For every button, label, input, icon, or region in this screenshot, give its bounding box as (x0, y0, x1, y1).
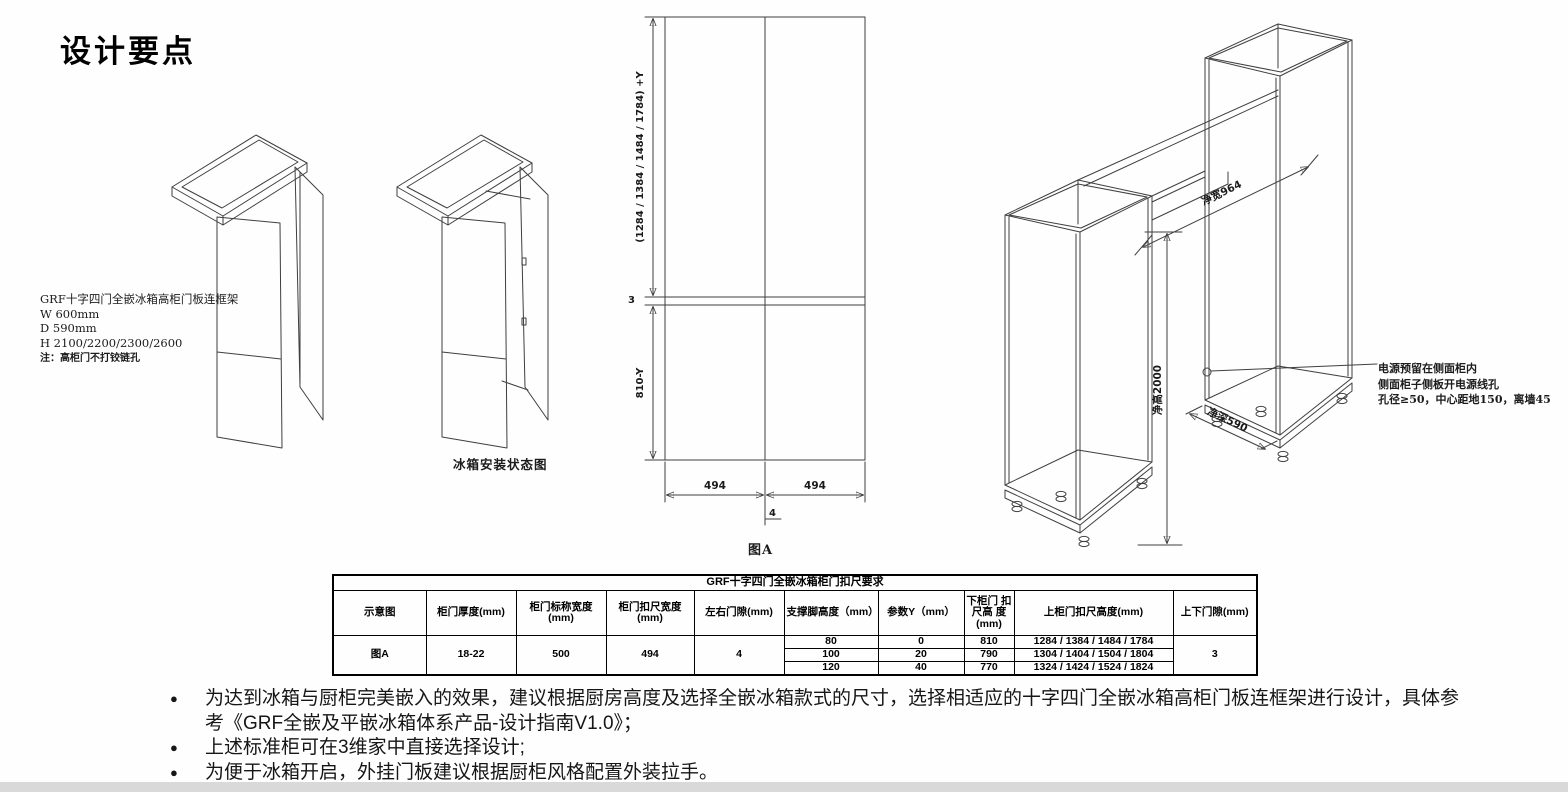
fridge-hinge-mark (521, 257, 527, 266)
cell-param-y: 20 (877, 648, 965, 662)
design-note-text: 上述标准柜可在3维家中直接选择设计; (205, 737, 525, 758)
cabinet-frame-drawing: 净宽964 净高2000 净深590 (1004, 23, 1378, 548)
cabinet-spec-line: D 590mm (40, 321, 97, 335)
cell-lower-door: 770 (963, 661, 1015, 676)
col-header-upper-door-height: 上柜门扣尺高度(mm) (1013, 590, 1174, 636)
cell-upper-door: 1324 / 1424 / 1524 / 1824 (1013, 661, 1174, 676)
bullet-icon: ● (170, 740, 178, 755)
footer-divider-bar (0, 782, 1568, 792)
tall-frame-right (1204, 23, 1353, 463)
design-note-text: 为便于冰箱开启，外挂门板建议根据厨柜风格配置外装拉手。 (205, 761, 719, 783)
fridge-hinge-mark (521, 317, 527, 326)
spec-table: GRF十字四门全嵌冰箱柜门扣尺要求 示意图 柜门厚度(mm) 柜门标称宽度 (m… (332, 574, 1258, 676)
cell-upper-door: 1284 / 1384 / 1484 / 1784 (1013, 635, 1174, 649)
tall-frame-left (1004, 179, 1153, 548)
cabinet-isometric-drawings (171, 134, 549, 449)
net-width-dim: 净宽964 (1199, 178, 1243, 209)
fridge-top-rail (485, 190, 531, 200)
col-header-thickness: 柜门厚度(mm) (425, 590, 517, 636)
col-header-nominal-width: 柜门标称宽度 (mm) (515, 590, 607, 636)
left-door-width-dim: 494 (704, 480, 726, 492)
upper-door-height-dim: (1284 / 1384 / 1484 / 1784) +Y (635, 71, 646, 243)
power-note-line: 侧面柜子侧板开电源线孔 (1378, 377, 1499, 391)
power-note-leader (1210, 363, 1378, 372)
power-note-line: 孔径≥50，中心距地150，离墙45 (1378, 393, 1551, 406)
col-header-lower-door-height: 下柜门 扣尺高 度(mm) (963, 590, 1015, 636)
cabinet-spec-label: GRF十字四门全嵌冰箱高柜门板连框架 W 600mm D 590mm H 210… (40, 292, 238, 367)
design-note-item: ● 为便于冰箱开启，外挂门板建议根据厨柜风格配置外装拉手。 (170, 761, 1470, 786)
col-header-schematic: 示意图 (332, 590, 427, 636)
refrigerator-installed-drawing (396, 134, 549, 449)
spec-table-title: GRF十字四门全嵌冰箱柜门扣尺要求 (332, 574, 1258, 591)
cell-foot-height: 80 (783, 635, 879, 649)
design-note-text: 为达到冰箱与厨柜完美嵌入的效果，建议根据厨房高度及选择全嵌冰箱款式的尺寸，选择相… (205, 688, 1460, 734)
col-header-buckle-width: 柜门扣尺宽度 (mm) (605, 590, 695, 636)
cell-buckle-width: 494 (605, 635, 695, 676)
design-note-item: ● 为达到冰箱与厨柜完美嵌入的效果，建议根据厨房高度及选择全嵌冰箱款式的尺寸，选… (170, 687, 1470, 736)
cell-tb-gap: 3 (1172, 635, 1258, 676)
cabinet-spec-line: H 2100/2200/2300/2600 (40, 335, 183, 350)
power-hole-marker (1202, 367, 1212, 377)
cell-thickness: 18-22 (425, 635, 517, 676)
lower-door-height-dim: 810-Y (635, 367, 646, 399)
page-title: 设计要点 (60, 34, 196, 69)
net-height-dim: 净高2000 (1151, 365, 1164, 415)
power-note: 电源预留在侧面柜内 侧面柜子侧板开电源线孔 孔径≥50，中心距地150，离墙45 (1378, 361, 1551, 408)
cell-lr-gap: 4 (693, 635, 785, 676)
cell-param-y: 0 (877, 635, 965, 649)
cell-foot-height: 100 (783, 648, 879, 662)
cell-upper-door: 1304 / 1404 / 1504 / 1804 (1013, 648, 1174, 662)
col-header-lr-gap: 左右门隙(mm) (693, 590, 785, 636)
center-gap-dim: 4 (769, 508, 776, 519)
top-gap-dim: 3 (628, 295, 635, 306)
power-note-line: 电源预留在侧面柜内 (1378, 362, 1477, 375)
bullet-icon: ● (170, 764, 178, 780)
install-state-caption: 冰箱安装状态图 (453, 457, 548, 472)
right-door-width-dim: 494 (804, 480, 826, 492)
cell-lower-door: 790 (963, 648, 1015, 662)
door-elevation-drawing: (1284 / 1384 / 1484 / 1784) +Y 3 810-Y 4… (628, 16, 866, 526)
col-header-tb-gap: 上下门隙(mm) (1172, 590, 1258, 636)
net-width-dim-group: 净宽964 (1134, 154, 1319, 256)
cell-param-y: 40 (877, 661, 965, 676)
bridge-panel (1077, 89, 1279, 221)
net-height-dim-group: 净高2000 (1137, 231, 1183, 546)
cabinet-spec-line: GRF十字四门全嵌冰箱高柜门板连框架 (40, 292, 239, 306)
cell-nominal-width: 500 (515, 635, 607, 676)
col-header-param-y: 参数Y（mm） (877, 590, 965, 636)
cell-lower-door: 810 (963, 635, 1015, 649)
cabinet-empty-frame-drawing (171, 134, 324, 449)
design-notes: ● 为达到冰箱与厨柜完美嵌入的效果，建议根据厨房高度及选择全嵌冰箱款式的尺寸，选… (170, 687, 1470, 785)
cabinet-spec-line: W 600mm (40, 306, 100, 321)
cabinet-spec-note: 注：高柜门不打铰链孔 (40, 353, 140, 364)
design-note-item: ● 上述标准柜可在3维家中直接选择设计; (170, 736, 1470, 761)
fridge-bottom-rail (501, 380, 529, 391)
bullet-icon: ● (170, 691, 178, 706)
col-header-foot-height: 支撑脚高度（mm） (783, 590, 879, 636)
cell-foot-height: 120 (783, 661, 879, 676)
figure-a-caption: 图A (748, 543, 774, 558)
cell-schematic: 图A (332, 635, 427, 676)
